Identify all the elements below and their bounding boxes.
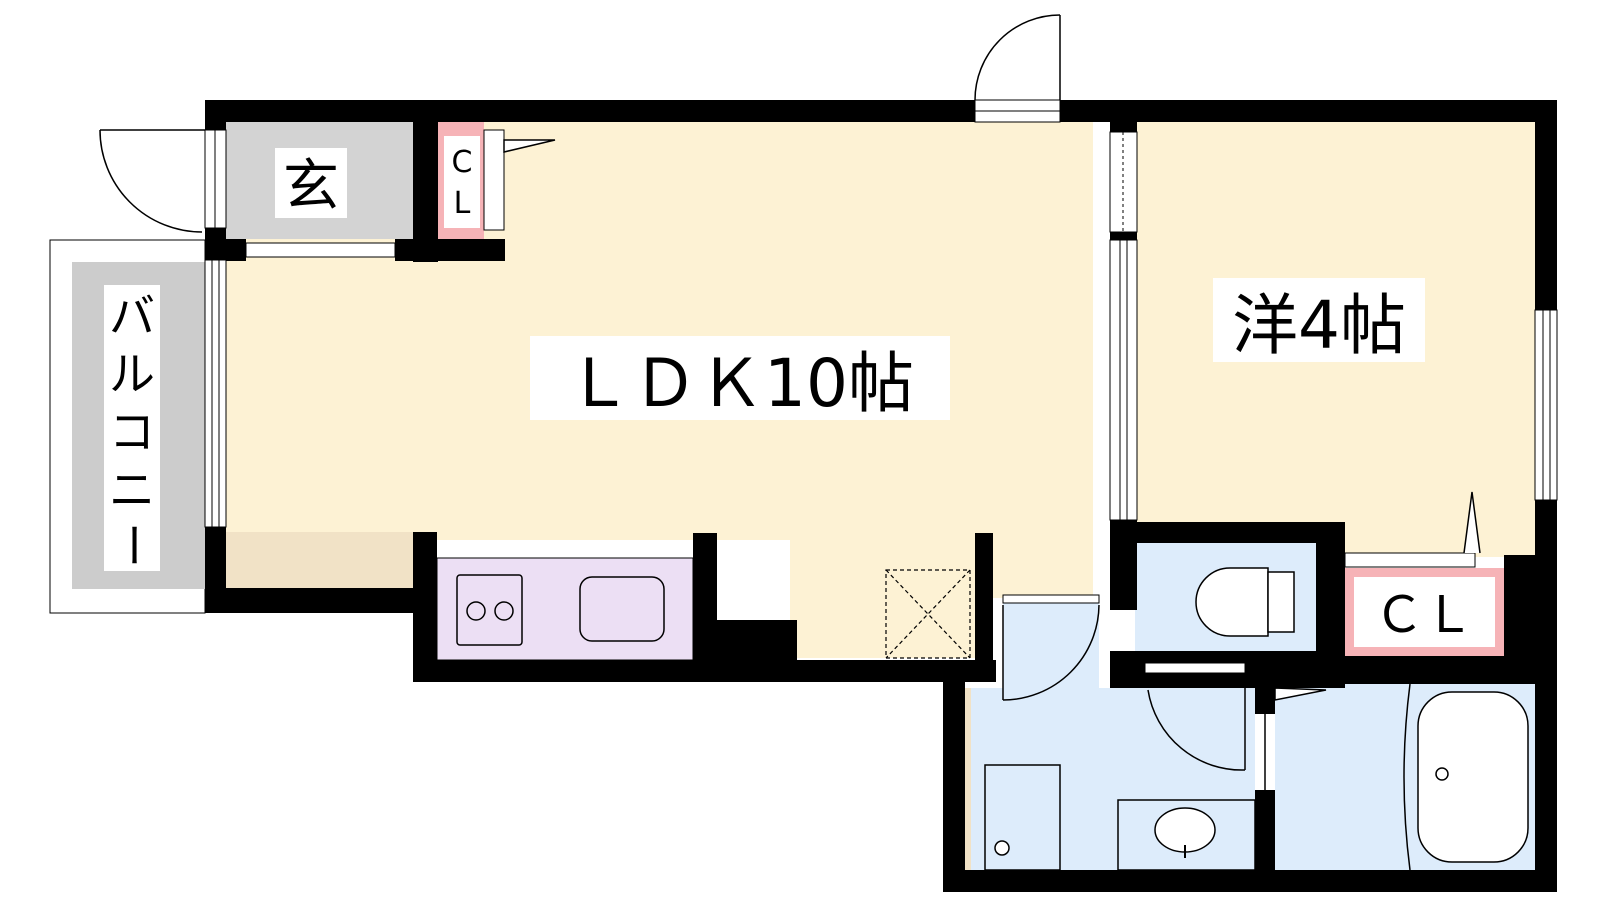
balcony-label-bg: [104, 285, 160, 571]
washing-machine-pan: [984, 764, 1061, 871]
washroom-trim: [965, 688, 971, 870]
burner-icon: [466, 601, 486, 621]
western-closet-door-arrow: [1463, 491, 1481, 554]
toilet-door-swing: [1147, 689, 1246, 771]
doors: [99, 14, 1481, 790]
balcony-label-char: バ: [109, 289, 155, 343]
entrance-label: 玄: [283, 154, 339, 219]
ldk-label: ＬＤＫ10帖: [566, 345, 914, 422]
small-closet-label-c: C: [452, 145, 473, 180]
western-closet-label: ＣＬ: [1374, 586, 1474, 644]
kitchen-sink: [579, 576, 665, 642]
entrance-label-bg: [275, 148, 347, 218]
closet-door-arrow: [503, 139, 556, 153]
entrance-door-swing: [99, 129, 203, 233]
small-closet-label-l: L: [454, 186, 471, 221]
window-openings: [204, 99, 1558, 674]
small-closet-inner: [444, 136, 480, 228]
western-label: 洋4帖: [1232, 287, 1406, 364]
bathroom-door-arrow: [1274, 687, 1327, 701]
ldk-label-bg: [530, 336, 950, 420]
balcony-label-char: ー: [106, 522, 160, 568]
western-room-floor-lower: [1345, 547, 1535, 557]
stove: [456, 574, 523, 646]
washroom-upper-floor: [1003, 600, 1099, 690]
bathtub: [1403, 683, 1529, 871]
western-closet-inner: [1354, 577, 1495, 647]
walls: [205, 100, 1557, 892]
washroom-door-swing: [1002, 604, 1100, 701]
top-door-swing: [974, 14, 1061, 101]
toilet-icon: [1195, 567, 1295, 637]
storage-shelf: [226, 532, 413, 588]
balcony-label-char: ニ: [109, 463, 155, 517]
balcony-label-char: ル: [109, 347, 155, 401]
western-label-bg: [1213, 278, 1425, 362]
burner-icon: [494, 601, 514, 621]
floor-hatch: [885, 569, 971, 659]
balcony-label-char: コ: [109, 405, 155, 459]
drain-icon: [994, 840, 1010, 856]
